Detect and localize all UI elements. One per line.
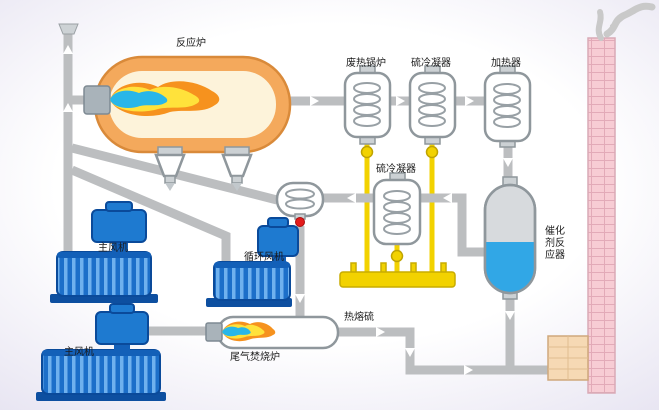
blower-body xyxy=(41,349,161,395)
label-catalyst-reactor: 催化剂反应器 xyxy=(545,226,565,261)
flame-icon xyxy=(110,81,220,116)
flow-arrows xyxy=(63,45,515,375)
flow-arrow-right-icon xyxy=(396,96,405,106)
ball-valve-icon xyxy=(360,145,374,159)
blower-motor-cap xyxy=(105,201,133,212)
stack-base-box-grid xyxy=(548,336,588,380)
blower-link xyxy=(272,254,286,264)
label-heater: 加热器 xyxy=(491,58,521,69)
stack-body xyxy=(587,37,616,394)
blower-motor-cap xyxy=(267,217,289,228)
circulation-blower-machine xyxy=(206,217,299,307)
heater-vessel xyxy=(483,65,532,148)
sulfur-condenser-1-vessel xyxy=(408,65,457,145)
flow-arrow-right-icon xyxy=(465,96,474,106)
ball-valve-icon xyxy=(425,145,439,159)
catalyst-reactor-vessel xyxy=(483,176,537,300)
coil-icon xyxy=(285,188,315,210)
label-molten-sulfur: 热熔硫 xyxy=(344,312,374,323)
reactor-liquid-level xyxy=(485,242,535,293)
smoke-icon xyxy=(595,9,604,41)
knockout-vessel xyxy=(275,181,325,227)
label-waste-heat-boiler: 废热锅炉 xyxy=(346,58,386,69)
sulfur-collection-trough xyxy=(339,145,456,288)
flow-arrow-down-icon xyxy=(405,348,415,357)
blower-motor xyxy=(95,311,149,345)
flow-arrow-up-icon xyxy=(63,45,73,54)
blower-link xyxy=(114,342,130,352)
flow-arrow-left-icon xyxy=(443,193,452,203)
ball-valve-icon xyxy=(390,249,404,263)
blower-band xyxy=(214,262,290,268)
coil-icon xyxy=(383,190,411,235)
blower-motor-cap xyxy=(109,303,135,314)
coil-icon xyxy=(353,82,381,127)
flow-arrow-up-icon xyxy=(63,103,73,112)
blower-body xyxy=(56,251,152,297)
pipe-top-flare xyxy=(58,23,79,35)
blower-band xyxy=(42,350,160,356)
flow-arrow-right-icon xyxy=(310,96,319,106)
trough-body xyxy=(339,271,456,288)
blower-band xyxy=(57,252,151,258)
label-circulation-blower: 循环风机 xyxy=(244,252,284,263)
coil-icon xyxy=(418,82,446,127)
smoke-icon xyxy=(610,10,636,28)
burner-block xyxy=(205,322,223,342)
burner-block xyxy=(83,85,111,115)
flow-arrow-down-icon xyxy=(505,311,515,320)
drain-valve-icon xyxy=(295,217,305,227)
main-blower-upper-machine xyxy=(50,201,158,303)
pipe-incinerator-to-stack xyxy=(334,327,552,375)
blower-motor xyxy=(91,209,147,243)
smoke-icon xyxy=(603,2,656,38)
pipe-diagonal-lower xyxy=(70,165,231,262)
furnace-drain-funnel xyxy=(154,146,186,191)
label-sulfur-condenser-2: 硫冷凝器 xyxy=(376,164,416,175)
furnace-drain-funnel xyxy=(221,146,253,191)
label-main-blower-lower: 主风机 xyxy=(64,347,94,358)
flow-arrow-left-icon xyxy=(347,193,356,203)
label-reaction-furnace: 反应炉 xyxy=(176,38,206,49)
flow-arrow-down-icon xyxy=(295,294,305,303)
tail-gas-incinerator-vessel xyxy=(205,315,340,350)
flow-arrow-right-icon xyxy=(376,327,385,337)
coil-icon xyxy=(493,83,521,128)
label-tail-gas-incinerator: 尾气焚烧炉 xyxy=(230,352,280,363)
label-sulfur-condenser-1: 硫冷凝器 xyxy=(411,58,451,69)
flame-icon xyxy=(222,321,276,342)
flow-arrow-down-icon xyxy=(503,158,513,167)
exhaust-stack xyxy=(587,2,656,394)
blower-link xyxy=(112,242,128,252)
pipe-reactor-to-condenser2 xyxy=(420,193,488,257)
sulfur-condenser-2-vessel xyxy=(372,172,422,246)
reactor-outline xyxy=(483,183,537,295)
reaction-furnace-vessel xyxy=(83,55,292,191)
stack-base-box xyxy=(547,335,589,381)
label-main-blower-upper: 主风机 xyxy=(98,243,128,254)
waste-heat-boiler-vessel xyxy=(343,65,392,145)
main-blower-lower-machine xyxy=(36,303,166,401)
flow-arrow-right-icon xyxy=(464,365,473,375)
